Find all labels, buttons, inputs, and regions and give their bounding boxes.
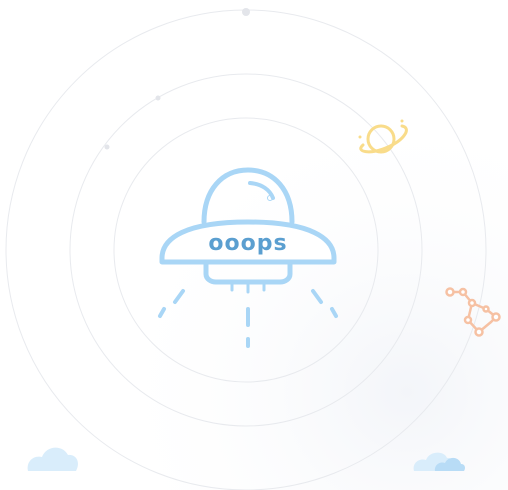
ufo-base [203,261,293,285]
orbit-ring-inner [113,117,379,383]
ufo-beams [158,289,338,348]
constellation-icon [445,287,501,337]
ufo-saucer [159,219,337,265]
orbit-dot [242,8,250,16]
cloud-icon [413,452,465,471]
ufo-icon [158,167,338,348]
orbit-ring-middle [69,73,423,427]
ufo-dome [201,167,295,225]
ufo-label: ooops [208,231,287,256]
orbit-dots [104,8,250,150]
cloud-icon [27,447,79,471]
planet-icon [358,119,408,154]
orbit-dot [104,144,110,150]
ufo-thrusters [230,282,266,294]
orbit-dot [155,95,161,101]
